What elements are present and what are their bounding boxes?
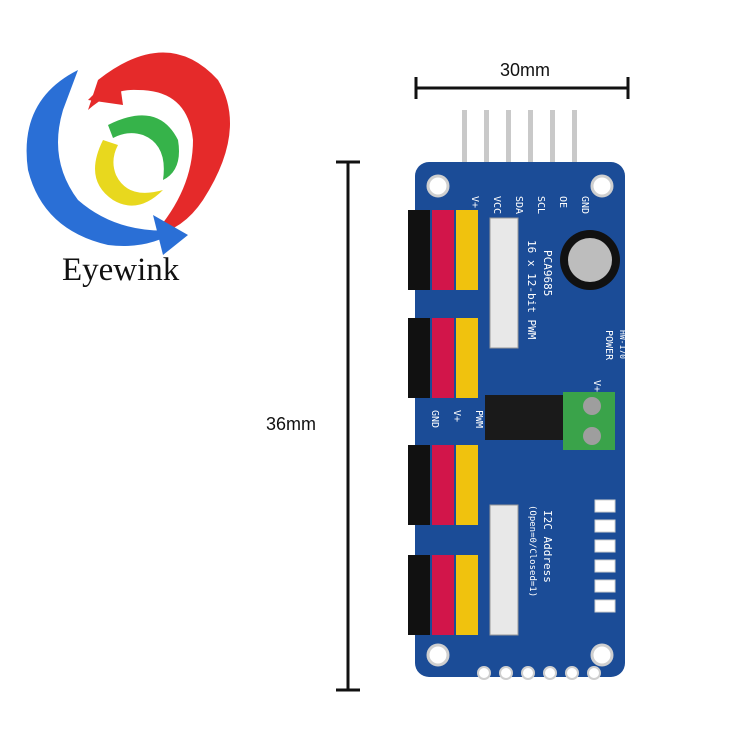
height-dimension-line bbox=[336, 160, 360, 692]
resistor-array-bottom bbox=[489, 504, 519, 636]
mounting-holes bbox=[426, 174, 614, 667]
label-vplus: V+ bbox=[591, 380, 602, 392]
label-chip: PCA9685 bbox=[541, 250, 554, 296]
label-header-sda: SDA bbox=[513, 196, 524, 214]
address-jumpers bbox=[594, 499, 616, 613]
servo-header-group-2 bbox=[408, 318, 478, 398]
height-dimension-label: 36mm bbox=[266, 414, 317, 434]
brand-name: Eyewink bbox=[62, 252, 180, 288]
logo-red-tip bbox=[88, 70, 123, 105]
label-header-scl: SCL bbox=[535, 196, 546, 214]
label-power: POWER bbox=[603, 330, 614, 361]
logo-blue-tip bbox=[153, 215, 188, 255]
servo-header-group-3 bbox=[408, 445, 478, 525]
label-header-gnd: GND bbox=[579, 196, 590, 214]
label-header-vplus: V+ bbox=[469, 196, 480, 208]
label-header-vcc: VCC bbox=[491, 196, 502, 214]
logo-green-arc bbox=[108, 115, 179, 180]
servo-header-group-4 bbox=[408, 555, 478, 635]
label-header-oe: OE bbox=[557, 196, 568, 208]
brand-logo bbox=[26, 52, 230, 255]
label-pwm: 16 x 12-bit PWM bbox=[525, 240, 538, 340]
pca9685-chip bbox=[485, 395, 565, 440]
label-side-gnd: GND bbox=[429, 410, 440, 428]
label-side-vplus: V+ bbox=[451, 410, 462, 422]
label-side-pwm: PWM bbox=[473, 410, 484, 428]
resistor-array-top bbox=[489, 217, 519, 349]
logo-red-arc bbox=[88, 52, 230, 235]
width-dimension-line bbox=[414, 77, 630, 99]
label-address-note: (Open=0/Closed=1) bbox=[527, 505, 537, 597]
logo-yellow-arc bbox=[95, 140, 163, 206]
logo-blue-arc bbox=[26, 70, 178, 246]
width-dimension-label: 30mm bbox=[499, 60, 550, 80]
pca9685-board: V+ VCC SDA SCL OE GND GND V+ PWM 16 x 12… bbox=[408, 110, 627, 680]
label-model: HW-170 bbox=[618, 330, 627, 359]
label-address: I2C Address bbox=[541, 510, 554, 583]
servo-header-group-1 bbox=[408, 210, 478, 290]
bottom-pads bbox=[477, 666, 601, 680]
